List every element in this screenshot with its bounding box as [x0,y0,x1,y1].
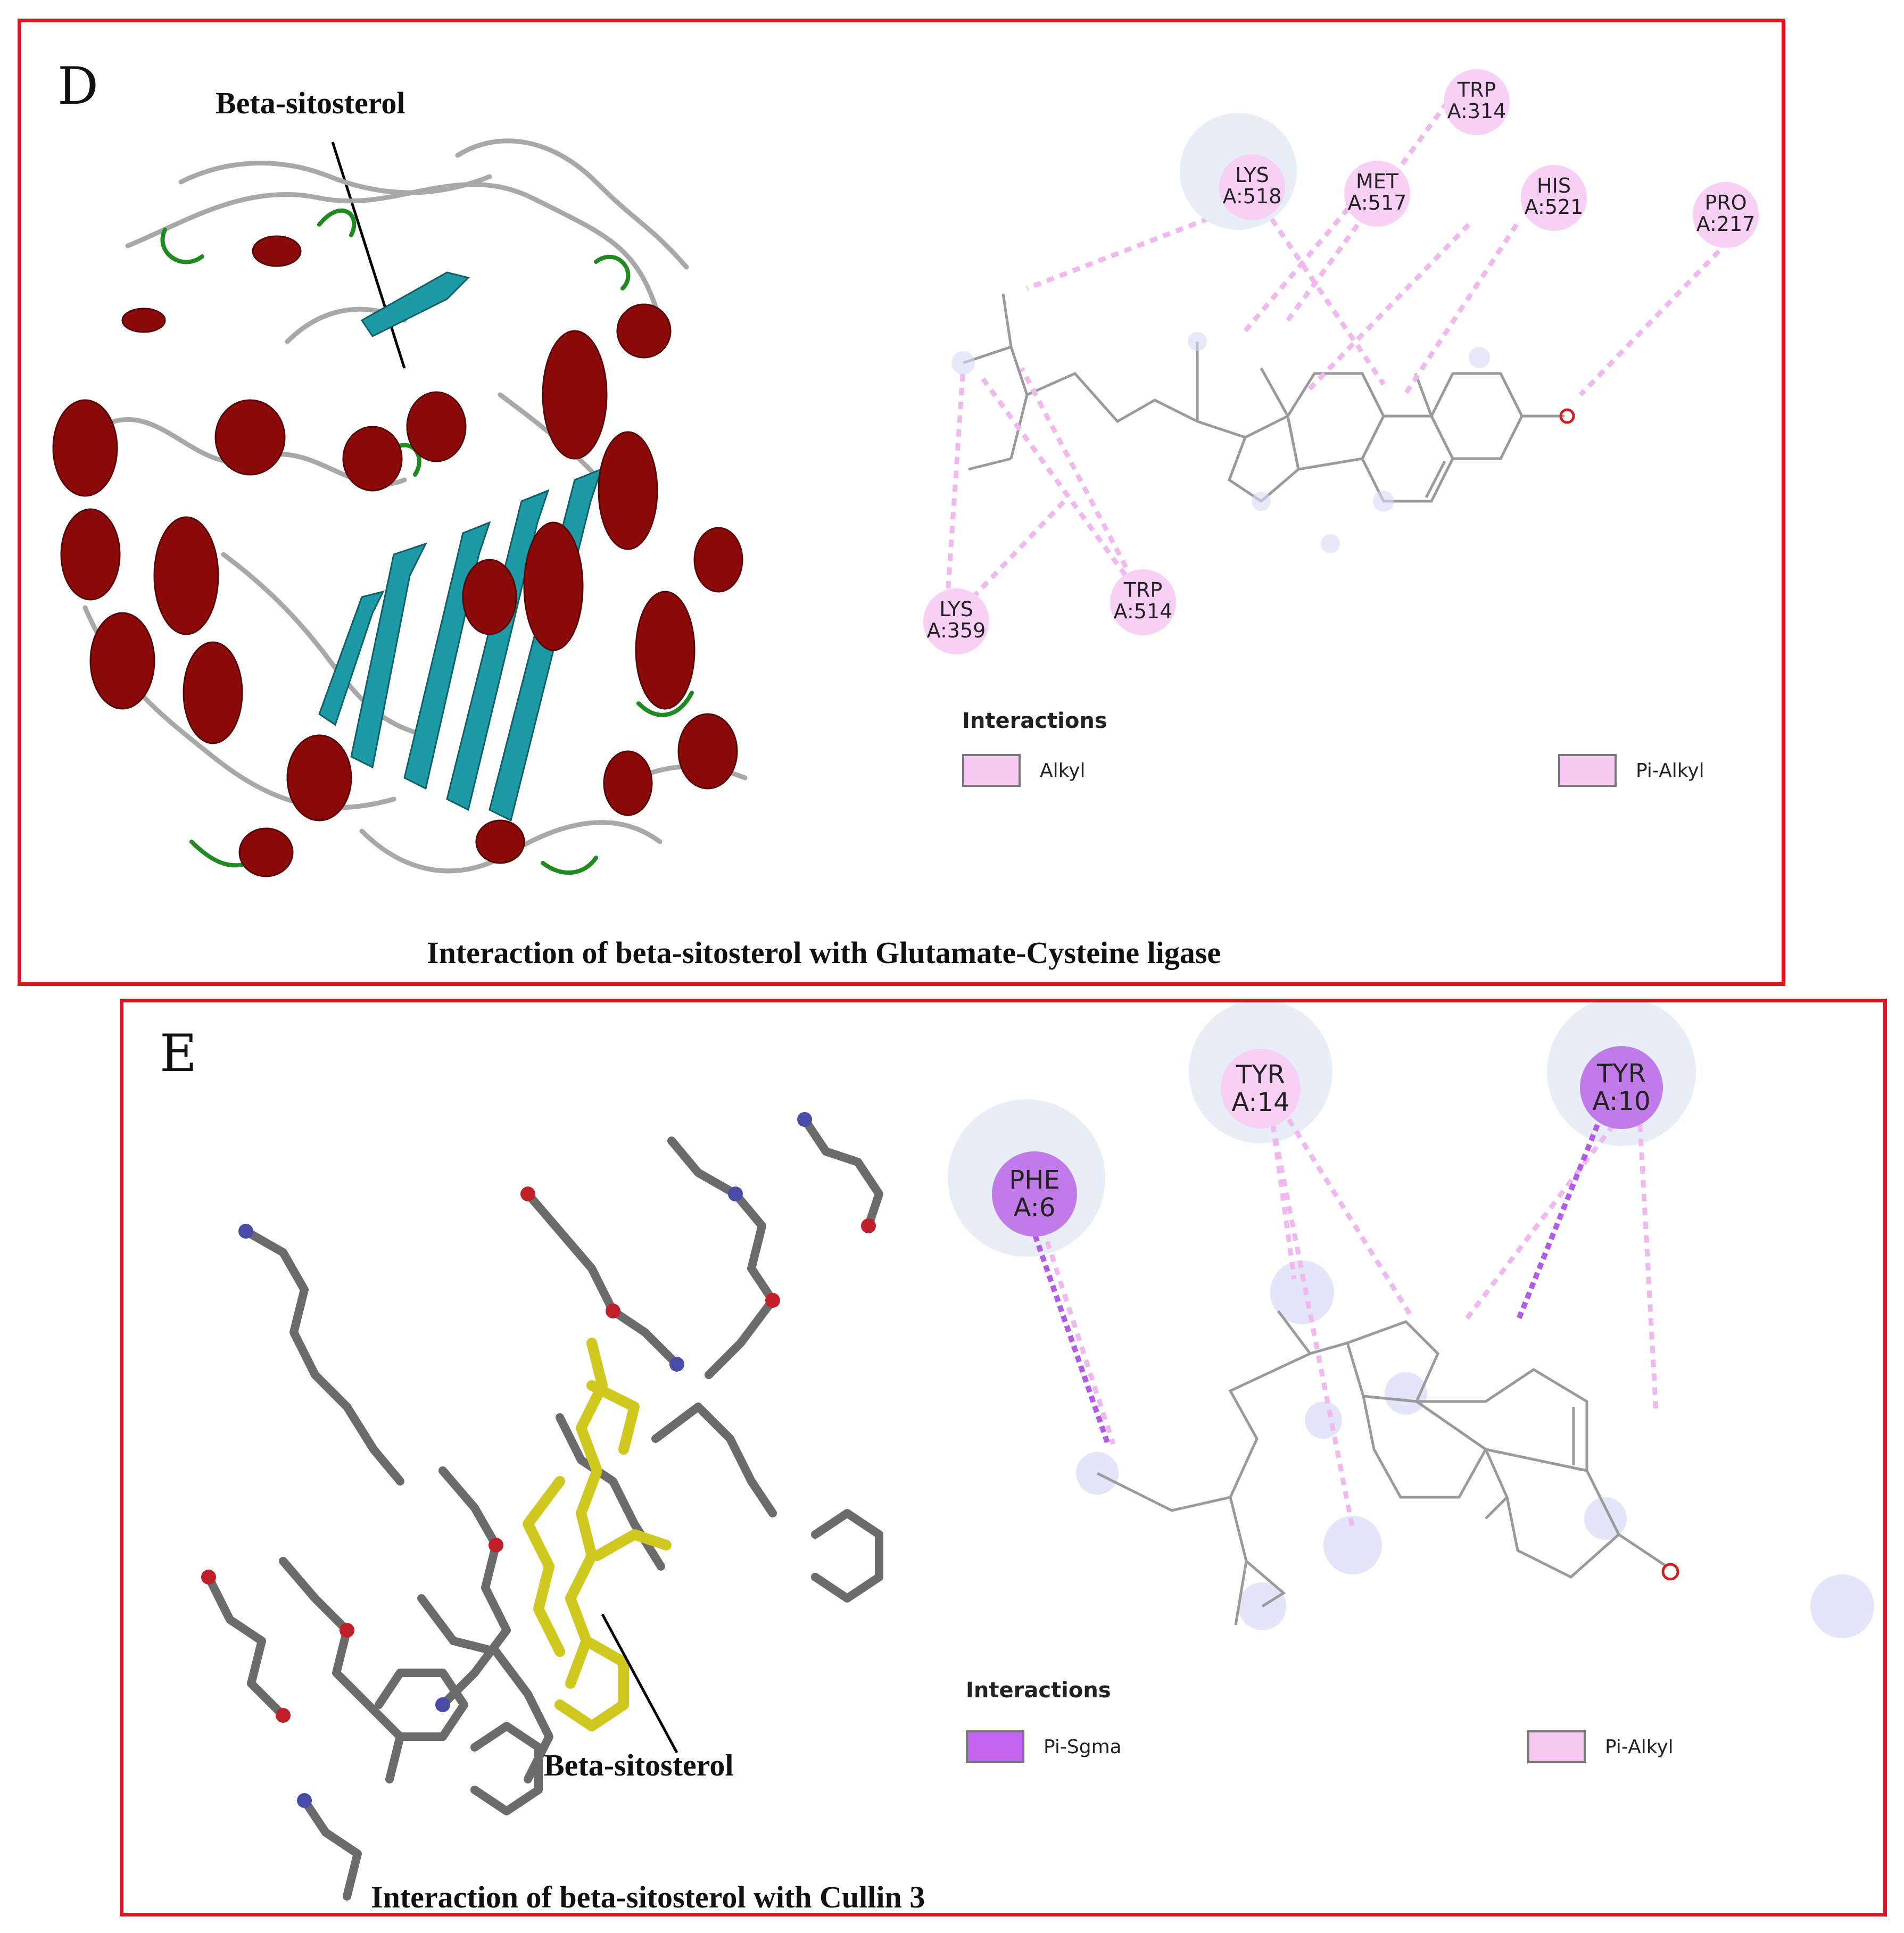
ligand-label-e: Beta-sitosterol [544,1748,734,1782]
turn-segments [160,208,694,875]
residue-trp514: TRP A:514 [1110,569,1176,635]
svg-text:A:514: A:514 [1114,600,1173,623]
residue-phe6: PHE A:6 [992,1151,1077,1237]
interaction-lines-d [945,101,1721,610]
ligand-sticks-e [523,1338,672,1731]
ligand-skeleton-e [1096,1310,1668,1625]
caption-d: Interaction of beta-sitosterol with Glut… [427,935,1221,970]
interaction-diagram-d: TRP A:314 LYS A:518 MET A:517 HIS A:521 … [923,69,1759,654]
oxygen-atoms [201,1187,876,1723]
residue-trp314: TRP A:314 [1444,69,1510,135]
interaction-diagram-e: PHE A:6 TYR A:14 TYR A:10 [948,1002,1874,1638]
protein-cartoon-d [52,138,748,877]
svg-text:A:14: A:14 [1231,1088,1289,1117]
panel-e: E [120,999,1887,1917]
atom-halos-d [951,332,1490,553]
nitrogen-atoms [238,1112,812,1808]
legend-swatch-alkyl [962,754,1021,787]
ligand-label-d: Beta-sitosterol [216,86,405,120]
svg-text:A:359: A:359 [927,619,986,642]
svg-text:HIS: HIS [1537,174,1571,197]
svg-text:A:517: A:517 [1348,191,1407,214]
residue-his521: HIS A:521 [1521,165,1587,231]
legend-swatch-pi-sigma [966,1730,1024,1763]
svg-text:PRO: PRO [1704,191,1746,214]
svg-text:TRP: TRP [1457,78,1496,102]
svg-text:A:6: A:6 [1014,1193,1056,1223]
svg-text:PHE: PHE [1009,1165,1059,1195]
svg-text:A:217: A:217 [1696,212,1756,236]
legend-title-e: Interactions [966,1678,1111,1703]
legend-label-pi-alkyl-e: Pi-Alkyl [1605,1736,1674,1758]
residue-bubbles-d: TRP A:314 LYS A:518 MET A:517 HIS A:521 … [923,69,1759,654]
residue-met517: MET A:517 [1344,161,1410,227]
pi-alkyl-lines-e [1036,1118,1659,1530]
panel-d: D Beta-sitosterol [18,19,1785,986]
panel-letter-d: D [57,56,98,116]
hydroxyl-e [1661,1563,1679,1581]
svg-text:A:521: A:521 [1525,195,1584,219]
legend-item-alkyl: Alkyl [962,754,1086,787]
svg-text:LYS: LYS [939,598,973,621]
ligand-pointer-line-e [601,1613,678,1754]
residue-pro217: PRO A:217 [1693,182,1759,248]
legend-item-pi-alkyl-e: Pi-Alkyl [1527,1730,1674,1763]
legend-label-pi-sigma: Pi-Sgma [1044,1736,1122,1758]
legend-label-alkyl: Alkyl [1040,759,1086,782]
svg-text:TYR: TYR [1596,1059,1646,1089]
atom-halos-e [1076,1260,1874,1638]
alpha-helices [52,235,743,877]
svg-text:MET: MET [1356,170,1399,193]
svg-text:TYR: TYR [1236,1060,1285,1090]
legend-label-pi-alkyl-d: Pi-Alkyl [1636,759,1704,782]
caption-e: Interaction of beta-sitosterol with Cull… [371,1880,925,1914]
legend-item-pi-alkyl-d: Pi-Alkyl [1558,754,1704,787]
residue-lys359: LYS A:359 [923,588,989,654]
residue-lys518: LYS A:518 [1219,154,1285,220]
legend-swatch-pi-alkyl-e [1527,1730,1586,1763]
residue-sticks [204,1115,883,1901]
residue-tyr14: TYR A:14 [1221,1049,1301,1129]
residue-tyr10: TYR A:10 [1580,1046,1663,1129]
svg-text:TRP: TRP [1123,578,1163,602]
legend-swatch-pi-alkyl-d [1558,754,1617,787]
legend-title-d: Interactions [962,709,1107,733]
svg-text:A:10: A:10 [1592,1086,1650,1116]
svg-text:A:314: A:314 [1447,99,1506,123]
svg-text:A:518: A:518 [1223,185,1282,208]
stick-model-e [201,1112,883,1901]
pi-sigma-lines-e [1025,1124,1600,1445]
svg-text:LYS: LYS [1235,163,1269,187]
hydroxyl-d [1559,408,1575,424]
legend-item-pi-sigma: Pi-Sgma [966,1730,1122,1763]
panel-letter-e: E [160,1024,197,1083]
ligand-skeleton-d [963,293,1564,503]
